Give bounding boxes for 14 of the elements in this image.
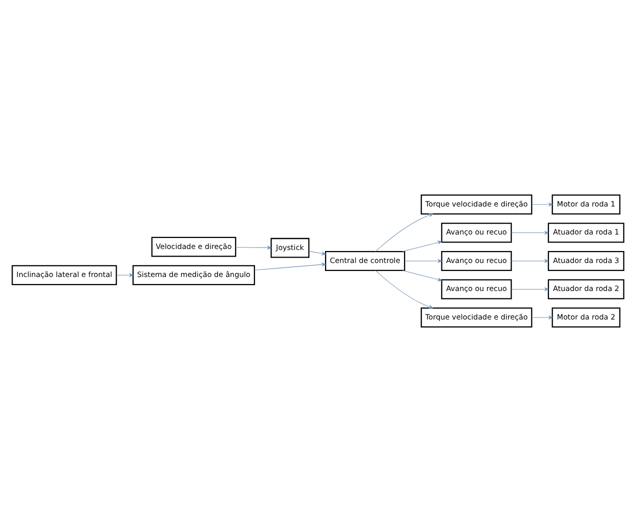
arrow [375, 270, 433, 308]
arrow [402, 270, 442, 281]
arrow [404, 258, 442, 262]
arrow [511, 258, 548, 262]
arrow [235, 245, 272, 250]
arrow [402, 240, 442, 252]
arrow [532, 315, 553, 319]
arrow [532, 202, 553, 206]
arrow [116, 272, 134, 277]
arrow [511, 286, 548, 291]
arrow [511, 230, 548, 234]
arrow [254, 262, 326, 270]
arrow [308, 250, 326, 255]
arrow [375, 212, 433, 252]
